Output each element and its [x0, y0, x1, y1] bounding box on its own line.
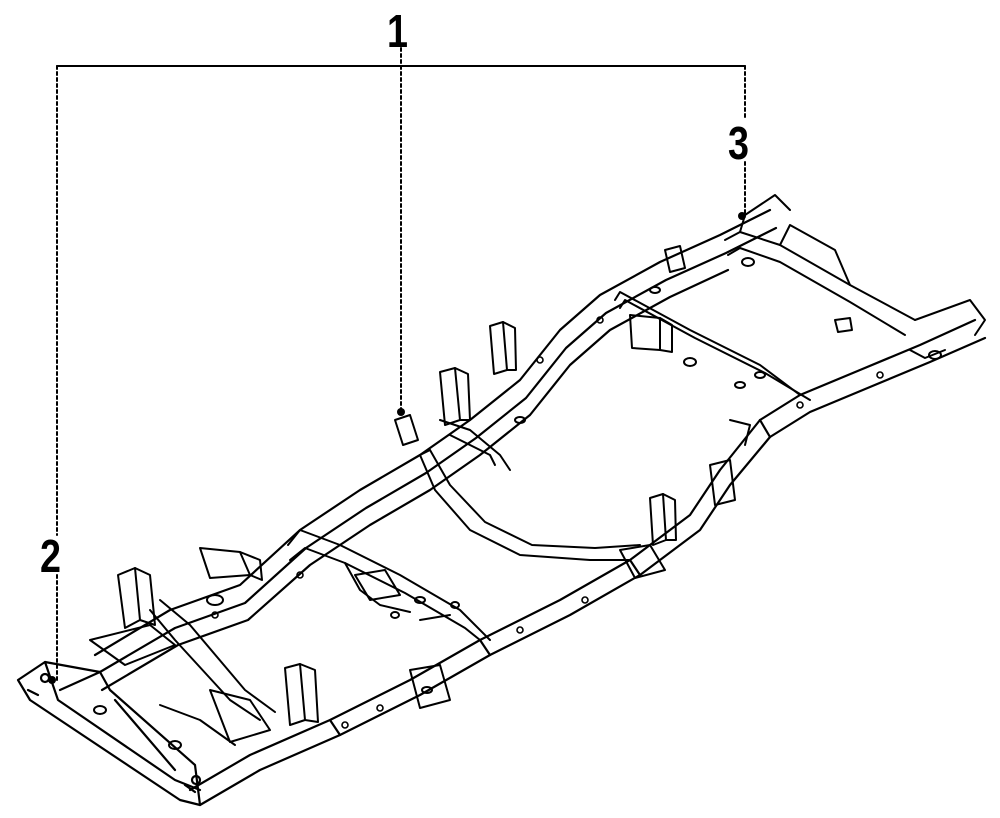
right-side-rail	[188, 318, 987, 807]
front-suspension-mounts	[89, 547, 319, 750]
center-crossmember	[287, 529, 491, 641]
transmission-crossmember	[419, 449, 641, 561]
callout-2: 2	[40, 530, 61, 582]
rail-holes	[211, 316, 884, 729]
rear-crossmembers	[614, 194, 986, 401]
leader-lines	[56, 47, 746, 681]
callout-3: 3	[728, 117, 749, 169]
callout-1: 1	[387, 5, 408, 57]
front-crossmember	[16, 660, 202, 807]
body-mounts	[394, 321, 751, 709]
